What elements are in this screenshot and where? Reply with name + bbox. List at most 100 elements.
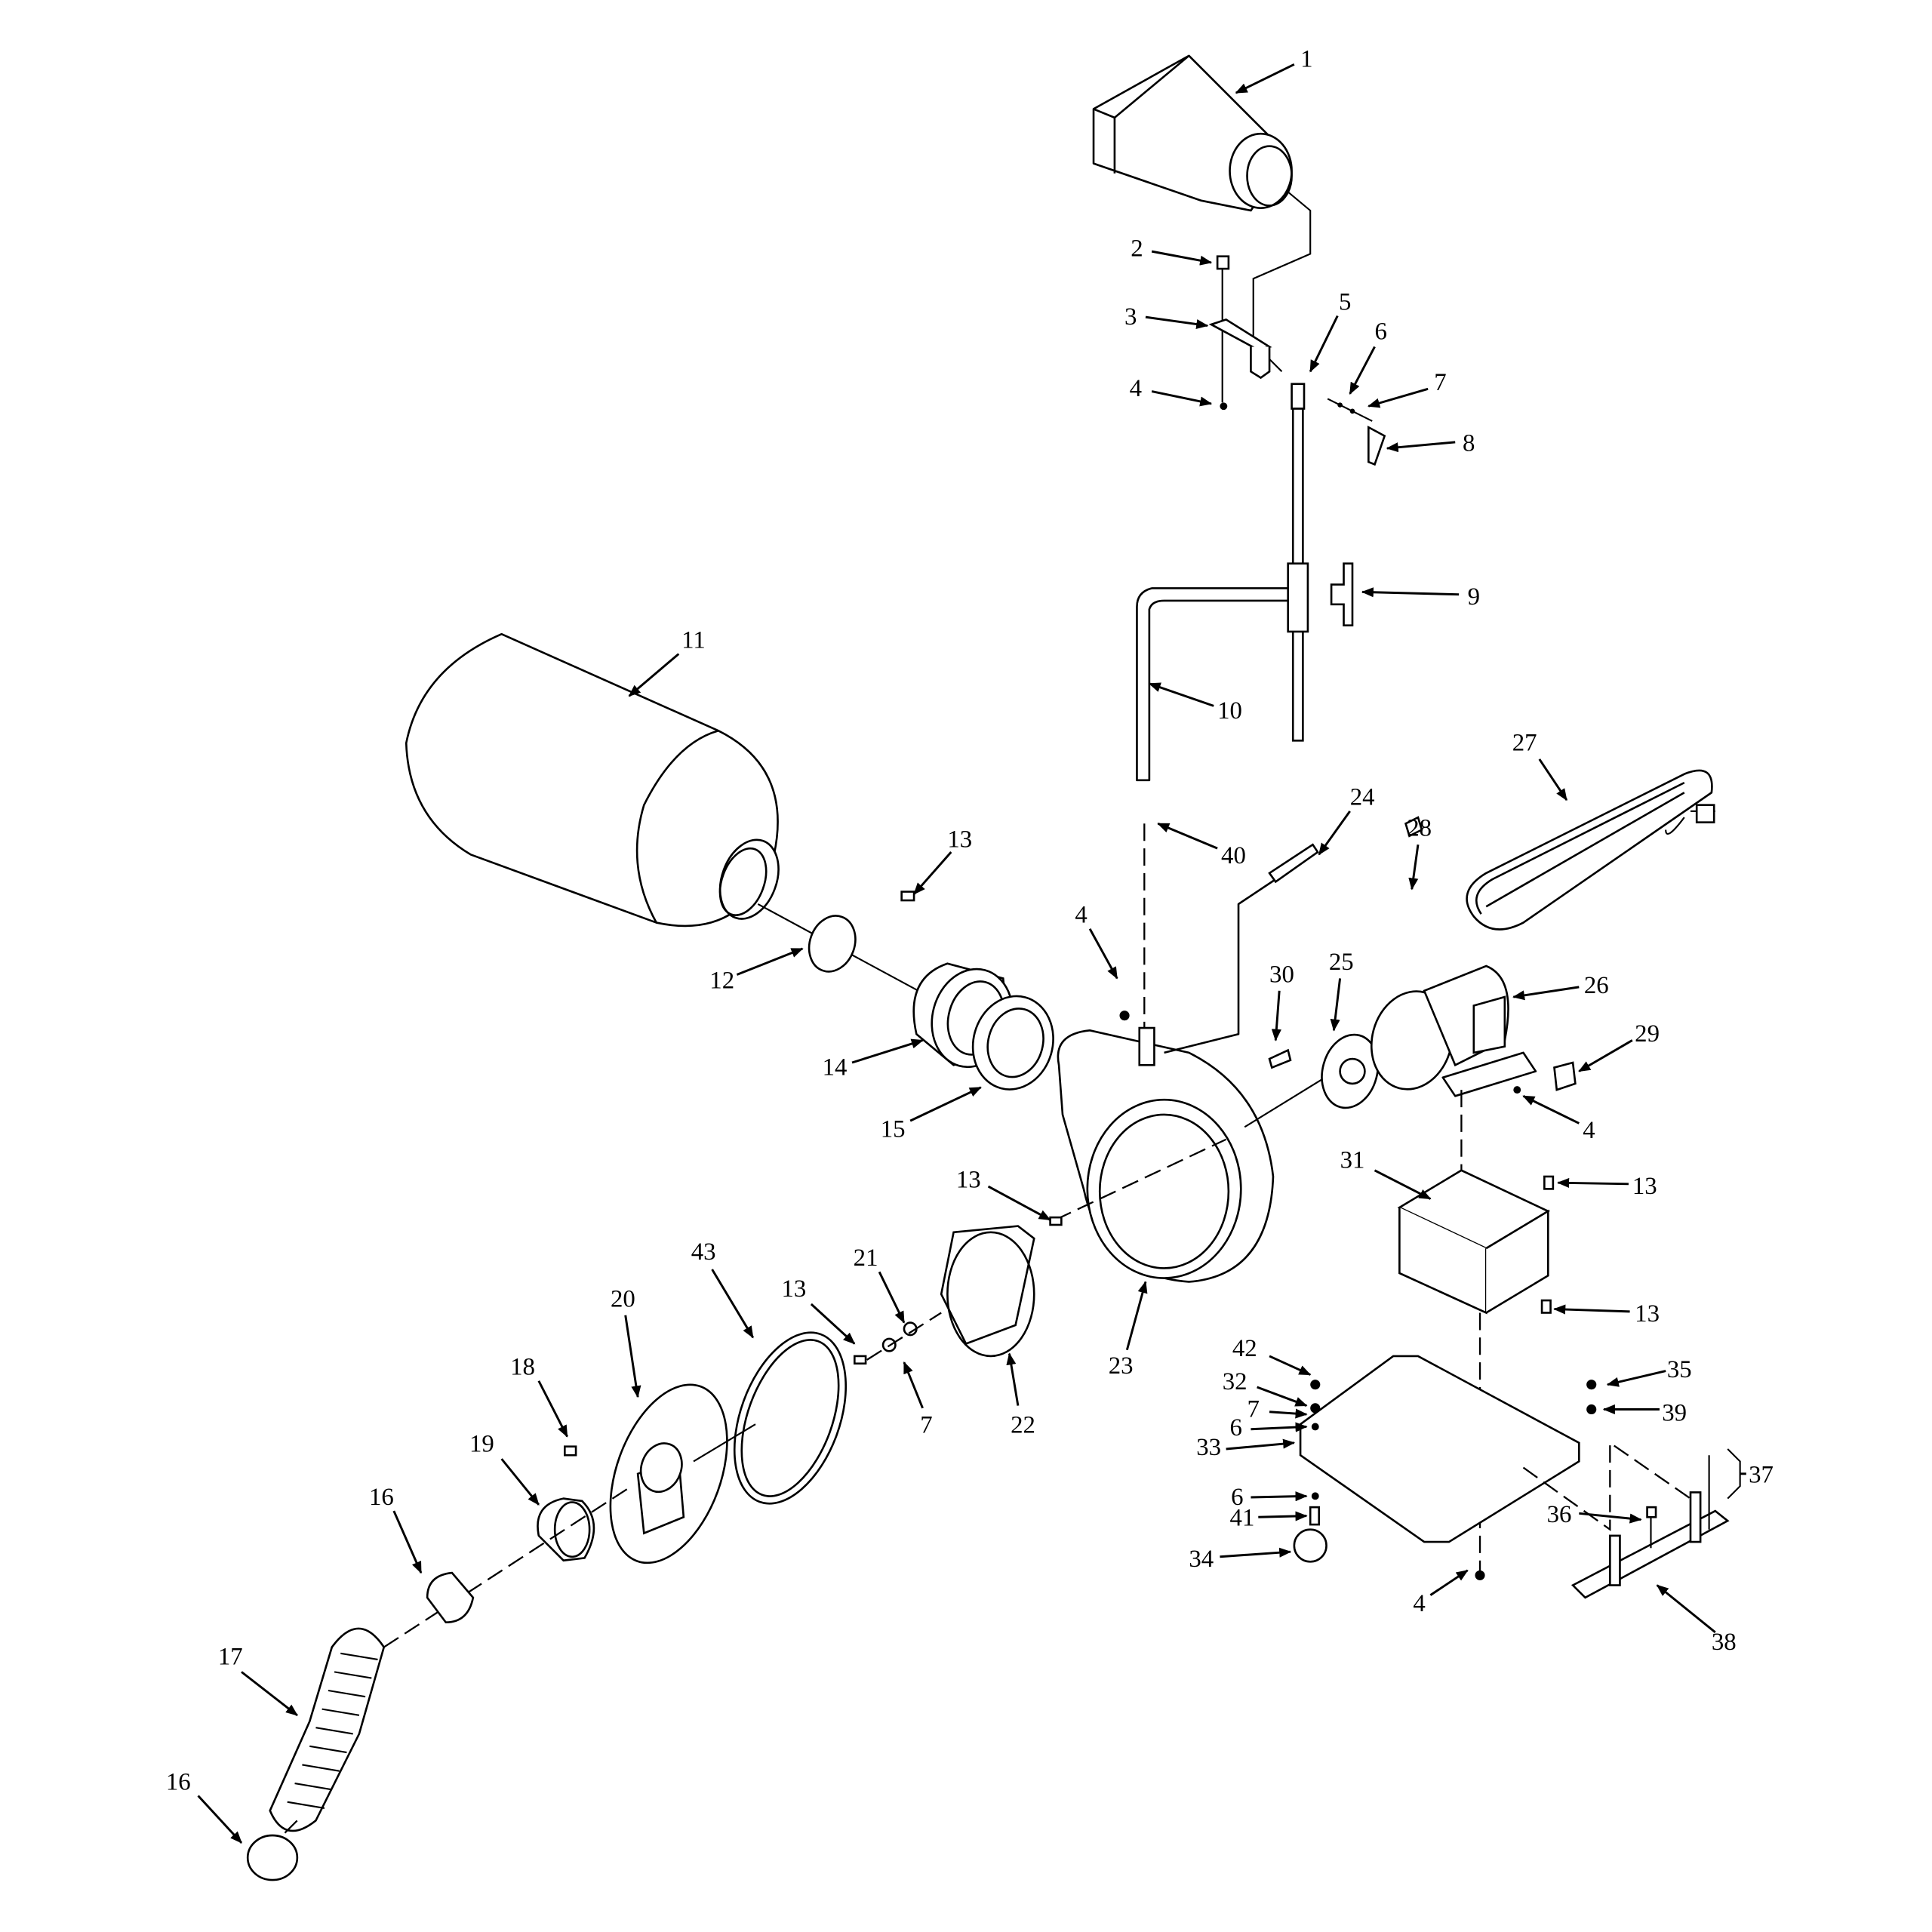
callout-label-15: 15 [881,1115,906,1143]
callout-arrow [909,1086,982,1122]
callout-label-9: 9 [1468,583,1480,611]
callout-arrow [1257,1386,1308,1407]
callout-label-4: 4 [1130,375,1142,402]
part-motor [1268,816,1577,1109]
callout-arrow [1235,63,1295,94]
callout-arrow [1157,822,1218,850]
callout-label-27: 27 [1512,729,1537,756]
part-hood [1092,54,1312,359]
callout-arrow [1309,315,1339,373]
callout-arrow [1125,1281,1148,1351]
callout-arrow [1258,1511,1308,1521]
callout-arrow [1148,682,1214,707]
callout-label-6: 6 [1375,318,1387,346]
callout-label-30: 30 [1269,961,1294,988]
callout-label-6: 6 [1231,1484,1243,1511]
callout-label-35: 35 [1667,1356,1692,1383]
callout-arrow [1429,1569,1469,1596]
callout-arrow [810,1303,856,1345]
callout-label-17: 17 [218,1644,243,1671]
callout-label-8: 8 [1463,429,1475,457]
callout-label-18: 18 [510,1354,535,1381]
callout-arrow [987,1185,1051,1221]
callout-arrow [197,1795,243,1844]
callout-label-22: 22 [1011,1412,1035,1439]
callout-label-1: 1 [1300,46,1312,73]
callout-label-7: 7 [1247,1395,1260,1423]
callout-arrow [1367,387,1429,408]
callout-arrow [1579,1512,1642,1524]
callout-label-13: 13 [947,826,972,853]
callout-arrow [1578,1039,1633,1072]
callout-label-23: 23 [1109,1352,1134,1380]
callout-arrow [1226,1438,1296,1451]
part-cover [563,1331,848,1564]
callout-arrow [1386,441,1456,453]
callout-label-16: 16 [166,1768,191,1795]
part-base-plate [1293,1355,1691,1580]
callout-arrow [1538,758,1568,801]
part-rods [1136,383,1386,782]
callout-label-41: 41 [1230,1505,1255,1532]
callout-arrow [500,1458,540,1506]
callout-arrow [1220,1547,1292,1558]
callout-label-14: 14 [823,1054,848,1081]
callout-arrow [1269,1355,1312,1376]
callout-label-13: 13 [956,1167,981,1194]
callout-arrow [1006,1352,1020,1406]
callout-arrow [903,1361,924,1409]
callout-arrow [736,947,804,976]
callout-arrow [1271,990,1281,1041]
part-bracket [1208,255,1283,411]
part-cord [1466,769,1715,931]
callout-arrow [1151,250,1213,266]
callout-arrow [1318,811,1351,856]
callout-label-31: 31 [1340,1146,1365,1174]
callout-arrow [851,1038,924,1064]
callout-label-24: 24 [1350,784,1375,811]
callout-label-43: 43 [691,1238,716,1266]
callout-label-13: 13 [1635,1300,1660,1327]
callout-label-40: 40 [1221,842,1246,869]
callout-arrow [711,1269,755,1339]
callout-arrow [537,1380,568,1438]
callout-arrow [392,1510,423,1574]
callout-label-13: 13 [1632,1173,1657,1200]
callout-label-6: 6 [1230,1414,1242,1441]
callout-label-25: 25 [1329,949,1354,976]
callout-arrow [241,1671,298,1716]
callout-arrow [912,851,952,895]
callout-label-12: 12 [709,968,734,995]
callout-label-4: 4 [1413,1590,1425,1617]
callout-label-2: 2 [1131,235,1143,263]
part-blower-housing [1054,823,1326,1283]
callout-arrow [1251,1491,1308,1502]
callout-label-3: 3 [1124,303,1137,331]
callout-arrow [1557,1177,1629,1189]
callout-label-5: 5 [1339,288,1351,315]
callout-label-33: 33 [1196,1434,1221,1461]
callout-arrow [878,1271,906,1324]
callout-label-26: 26 [1584,972,1609,999]
callout-arrow [1408,844,1420,891]
part-inlet-flanges [900,891,1054,1091]
callout-arrow [1522,1094,1580,1124]
part-impeller [853,1216,1063,1365]
callout-label-38: 38 [1712,1629,1737,1656]
part-hose [246,1485,632,1881]
callout-arrow [628,653,680,697]
callout-label-19: 19 [469,1430,494,1457]
callout-label-29: 29 [1635,1020,1660,1048]
callout-arrow [1361,587,1460,598]
callout-label-37: 37 [1749,1461,1774,1488]
callout-label-4: 4 [1075,902,1087,929]
callout-arrow [1606,1370,1666,1387]
callout-arrow [1374,1169,1432,1200]
callout-arrow [1088,928,1118,980]
callout-arrow [1512,986,1580,1001]
callout-arrow [1151,390,1213,407]
callout-arrow [1251,1422,1308,1432]
